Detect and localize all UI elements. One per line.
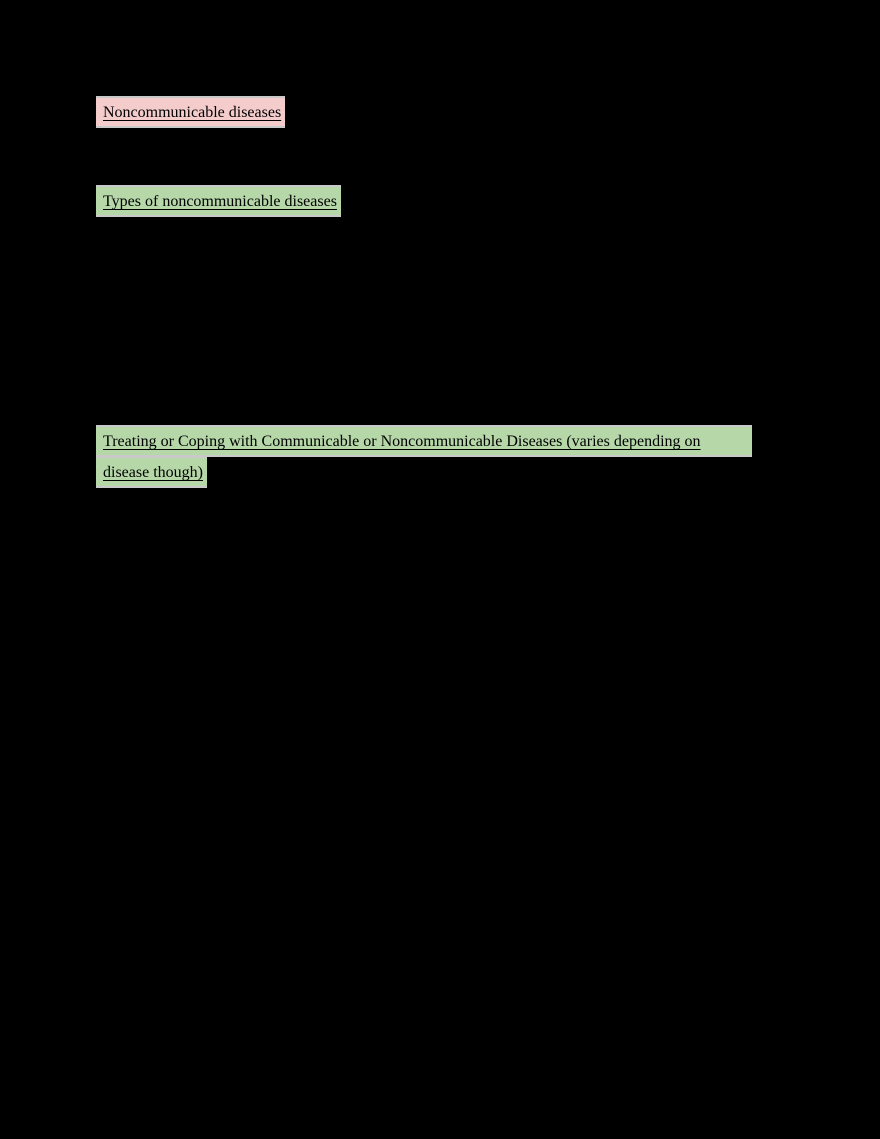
link-label: Types of noncommunicable diseases bbox=[103, 193, 337, 210]
link-label-line1: Treating or Coping with Communicable or … bbox=[103, 433, 701, 450]
link-treating-or-coping-continued[interactable]: disease though) bbox=[96, 456, 207, 488]
link-noncommunicable-diseases[interactable]: Noncommunicable diseases bbox=[96, 96, 286, 128]
link-types-of-noncommunicable-diseases[interactable]: Types of noncommunicable diseases bbox=[96, 185, 341, 217]
link-treating-or-coping[interactable]: Treating or Coping with Communicable or … bbox=[96, 425, 752, 457]
link-label: Noncommunicable diseases bbox=[103, 104, 282, 121]
link-label-line2: disease though) bbox=[103, 464, 203, 481]
